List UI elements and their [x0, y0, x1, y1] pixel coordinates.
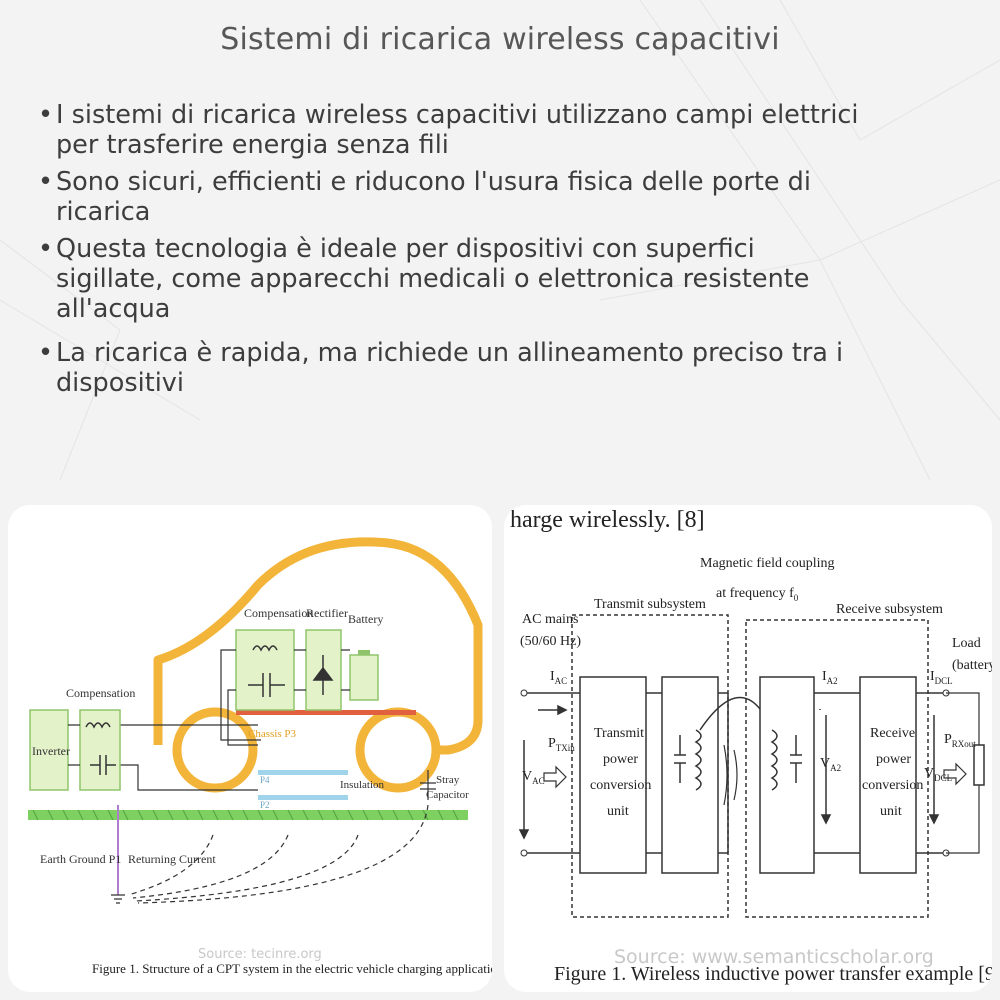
- receive-conversion-block: [859, 676, 917, 874]
- bullet-dot-icon: •: [38, 338, 54, 368]
- bullet-dot-icon: •: [38, 100, 54, 130]
- receive-subsystem-frame: [745, 619, 929, 918]
- tx-block-label: conversion: [590, 778, 651, 793]
- rx-block-label: power: [876, 752, 911, 767]
- label-idcl: IDCL: [930, 669, 953, 686]
- figure-wpt-card: harge wirelessly. [8] Magnetic field cou…: [504, 505, 992, 992]
- rx-block-label: Receive: [870, 726, 915, 741]
- label-prx: PRXout: [944, 732, 976, 749]
- rear-wheel: [355, 707, 441, 793]
- battery-box: [349, 654, 379, 701]
- tx-block-label: Transmit: [594, 726, 644, 741]
- label-iac: IAC: [550, 669, 567, 686]
- rx-block-label: conversion: [862, 778, 923, 793]
- figure-cpt-ev-card: Compensation Rectifier Battery Compensat…: [8, 505, 492, 992]
- label-ia2: IA2: [822, 669, 838, 686]
- bullet-item: • I sistemi di ricarica wireless capacit…: [38, 100, 968, 160]
- power-arrow-in: [543, 765, 567, 789]
- bullet-item: • Questa tecnologia è ideale per disposi…: [38, 234, 968, 324]
- inverter-box: [29, 709, 69, 791]
- transmit-coil-block: [661, 676, 719, 874]
- tx-block-label: power: [603, 752, 638, 767]
- plate-p2: [258, 795, 348, 800]
- compensation-box-top: [235, 629, 295, 711]
- bullet-item: • La ricarica è rapida, ma richiede un a…: [38, 338, 968, 398]
- figure-caption-left: Figure 1. Structure of a CPT system in t…: [92, 961, 492, 976]
- label-p2: P2: [260, 800, 270, 810]
- bullet-text: I sistemi di ricarica wireless capacitiv…: [56, 100, 859, 130]
- label-receive-subsystem: Receive subsystem: [836, 602, 943, 617]
- label-coupling-line2: at frequency f0: [716, 586, 799, 603]
- page-title: Sistemi di ricarica wireless capacitivi: [220, 22, 780, 57]
- rx-block-label: unit: [880, 804, 902, 819]
- wpt-block-diagram: harge wirelessly. [8] Magnetic field cou…: [510, 507, 992, 985]
- tx-block-label: unit: [607, 804, 629, 819]
- label-vac: VAC: [522, 769, 545, 786]
- bullet-list: • I sistemi di ricarica wireless capacit…: [38, 100, 968, 405]
- label-inverter: Inverter: [32, 744, 70, 758]
- power-arrow-out: [943, 762, 967, 786]
- label-compensation-top: Compensation: [244, 606, 313, 620]
- label-returning-current: Returning Current: [128, 852, 216, 866]
- car-body-outline: [153, 537, 483, 755]
- label-insulation: Insulation: [340, 779, 384, 791]
- label-ptx: PTXin: [548, 736, 575, 753]
- label-ac-mains-freq: (50/60 Hz): [520, 634, 581, 649]
- bullet-text: per trasferire energia senza fili: [56, 130, 449, 160]
- label-stray: Stray: [436, 774, 460, 786]
- label-va2: VA2: [820, 756, 841, 773]
- ground-strip: [28, 810, 468, 820]
- plate-p4: [258, 770, 348, 775]
- label-load: Load: [952, 636, 981, 651]
- label-vdcl: VDCL: [924, 766, 952, 783]
- label-transmit-subsystem: Transmit subsystem: [594, 597, 706, 612]
- bullet-text: La ricarica è rapida, ma richiede un all…: [56, 338, 844, 368]
- label-load-battery: (battery): [952, 658, 992, 673]
- label-earth-ground: Earth Ground P1: [40, 852, 121, 866]
- figure-caption-right: Figure 1. Wireless inductive power trans…: [554, 963, 992, 985]
- receive-coil-block: [759, 676, 815, 874]
- bullet-dot-icon: •: [38, 167, 54, 197]
- chassis-plate: [236, 710, 416, 715]
- label-battery: Battery: [348, 612, 383, 626]
- bullet-item: • Sono sicuri, efficienti e riducono l'u…: [38, 167, 968, 227]
- transmit-subsystem-frame: [571, 614, 729, 918]
- bullet-text: Questa tecnologia è ideale per dispositi…: [56, 234, 755, 264]
- figure-source-right: Source: www.semanticscholar.org: [614, 946, 934, 968]
- cpt-ev-diagram: Compensation Rectifier Battery Compensat…: [28, 537, 492, 976]
- label-chassis: Chassis P3: [248, 728, 296, 740]
- load-resistor: [973, 744, 985, 786]
- bullet-text: ricarica: [56, 197, 151, 227]
- label-ac-mains: AC mains: [522, 612, 578, 627]
- bullet-text: dispositivi: [56, 368, 184, 398]
- transmit-conversion-block: [579, 676, 647, 874]
- compensation-box-left: [79, 709, 121, 791]
- bullet-text: sigillate, come apparecchi medicali o el…: [56, 264, 810, 294]
- label-rectifier: Rectifier: [306, 606, 348, 620]
- figure-source-left: Source: tecinre.org: [198, 947, 322, 962]
- bullet-text: all'acqua: [56, 294, 171, 324]
- front-wheel: [172, 707, 258, 793]
- bullet-text: Sono sicuri, efficienti e riducono l'usu…: [56, 167, 811, 197]
- bullet-dot-icon: •: [38, 234, 54, 264]
- label-p4: P4: [260, 775, 270, 785]
- label-compensation-left: Compensation: [66, 686, 135, 700]
- label-capacitor: Capacitor: [426, 789, 469, 801]
- label-coupling-line1: Magnetic field coupling: [700, 556, 835, 571]
- figure-top-text: harge wirelessly. [8]: [510, 507, 705, 533]
